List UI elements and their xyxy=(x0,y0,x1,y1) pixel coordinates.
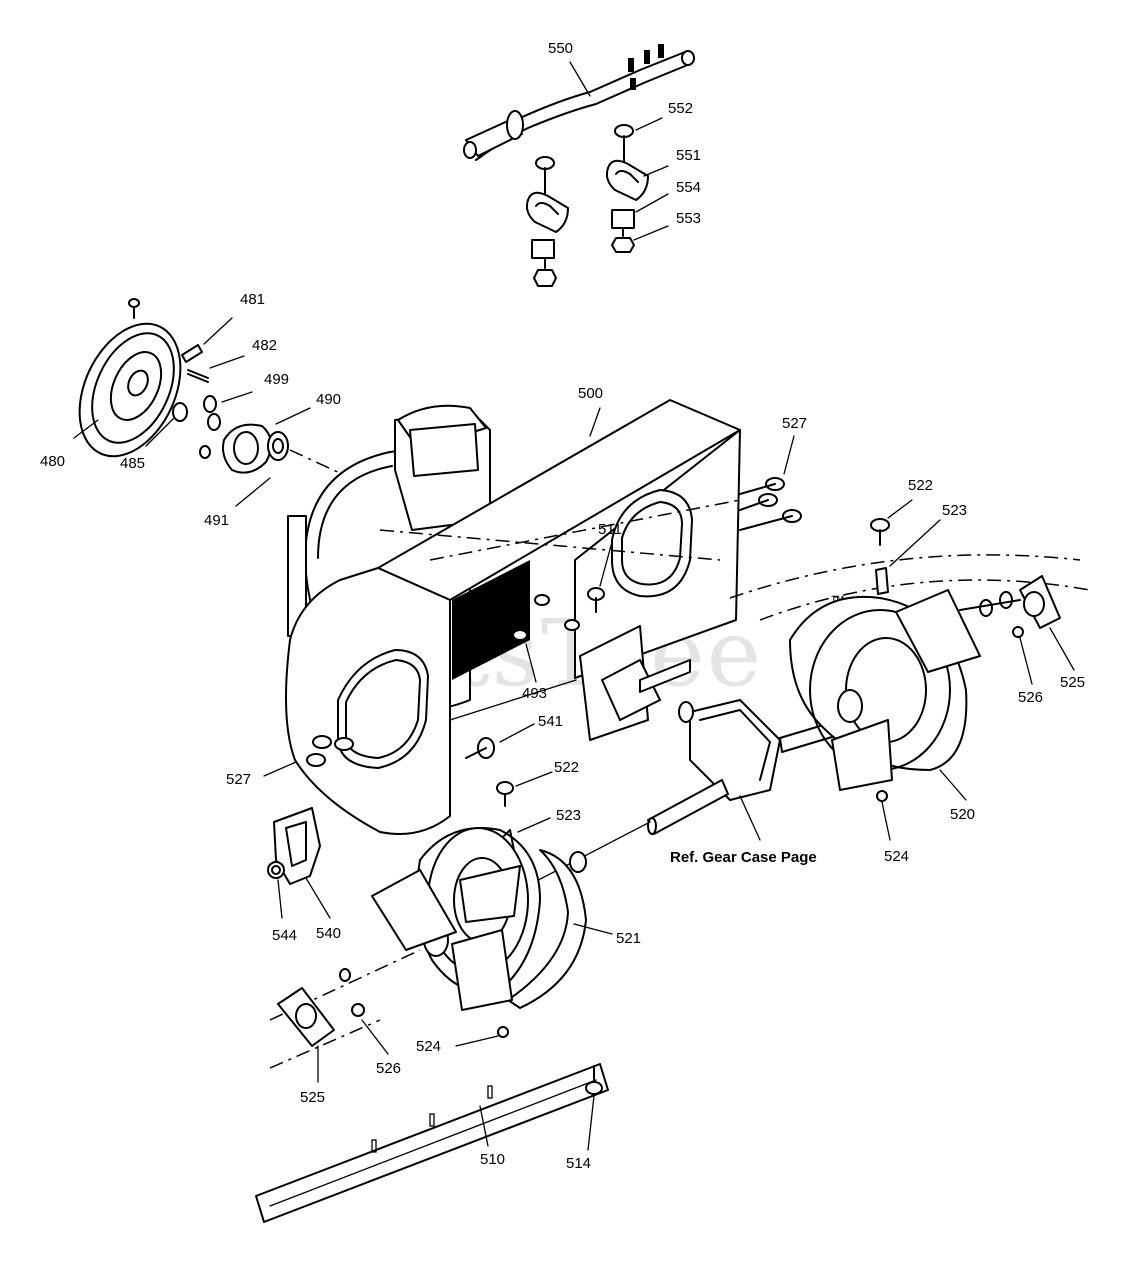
part-label-527-top: 527 xyxy=(782,415,807,432)
housing-bolt-493 xyxy=(512,594,580,641)
part-label-525-right: 525 xyxy=(1060,674,1085,691)
part-label-524-left: 524 xyxy=(416,1038,441,1055)
part-label-523-left: 523 xyxy=(556,807,581,824)
part-label-511: 511 xyxy=(598,521,622,538)
ref-gear-case-page: Ref. Gear Case Page xyxy=(670,849,817,866)
part-number-labels: 550 552 551 554 553 481 482 499 490 480 … xyxy=(40,40,1085,1172)
part-label-544: 544 xyxy=(272,927,297,944)
housing-bolt-511 xyxy=(587,587,605,613)
part-label-499: 499 xyxy=(264,371,289,388)
part-label-481: 481 xyxy=(240,291,265,308)
part-label-485: 485 xyxy=(120,455,145,472)
part-label-540: 540 xyxy=(316,925,341,942)
leader-lines xyxy=(73,61,1075,1151)
auger-right xyxy=(729,518,1091,802)
part-label-490: 490 xyxy=(316,391,341,408)
part-label-551: 551 xyxy=(676,147,701,164)
part-label-523-right: 523 xyxy=(942,502,967,519)
part-label-552: 552 xyxy=(668,100,693,117)
part-label-520: 520 xyxy=(950,806,975,823)
part-label-491: 491 xyxy=(204,512,229,529)
pulley-assembly xyxy=(78,298,421,511)
skid-and-bolts xyxy=(267,737,495,885)
part-label-521: 521 xyxy=(616,930,641,947)
auger-housing xyxy=(285,399,802,835)
auger-left xyxy=(269,781,651,1069)
part-label-514: 514 xyxy=(566,1155,591,1172)
part-label-526-left: 526 xyxy=(376,1060,401,1077)
part-label-527-left: 527 xyxy=(226,771,251,788)
part-label-550: 550 xyxy=(548,40,573,57)
part-label-522-left: 522 xyxy=(554,759,579,776)
part-label-554: 554 xyxy=(676,179,701,196)
scraper-bar xyxy=(255,1063,609,1223)
housing-bolts-left xyxy=(306,735,354,767)
part-label-525-left: 525 xyxy=(300,1089,325,1106)
chute-crank-assembly xyxy=(463,44,695,287)
part-label-553: 553 xyxy=(676,210,701,227)
part-label-524-right: 524 xyxy=(884,848,909,865)
gearbox-assembly xyxy=(579,625,843,835)
part-label-510: 510 xyxy=(480,1151,505,1168)
part-label-493: 493 xyxy=(522,685,547,702)
part-label-526-right: 526 xyxy=(1018,689,1043,706)
part-label-480: 480 xyxy=(40,453,65,470)
housing-bolts-right xyxy=(739,477,802,531)
part-label-541: 541 xyxy=(538,713,563,730)
part-label-522-right: 522 xyxy=(908,477,933,494)
part-label-482: 482 xyxy=(252,337,277,354)
part-label-500: 500 xyxy=(578,385,603,402)
